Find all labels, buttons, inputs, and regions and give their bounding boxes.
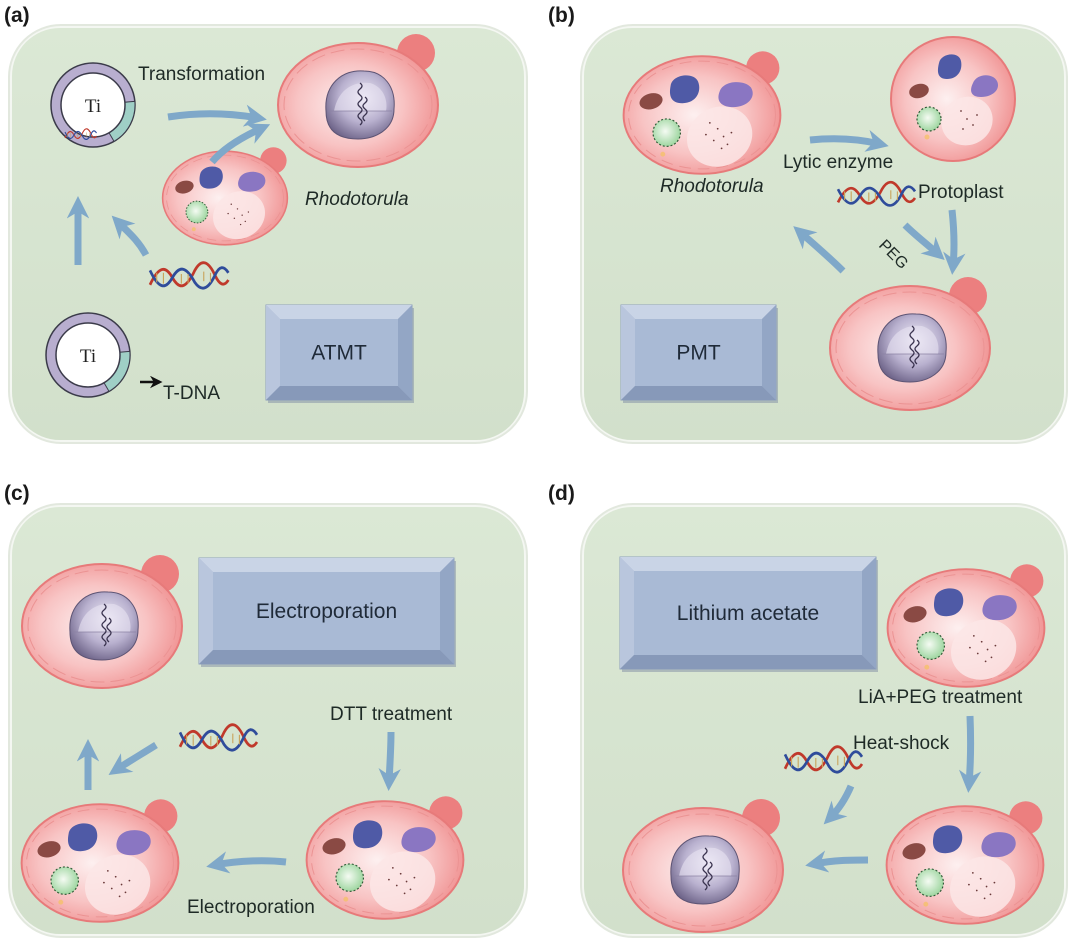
arrow-heat-shock [805,850,869,873]
bevel-left [199,558,213,664]
bevel-top [266,305,412,319]
plasmid-label: Ti [80,346,96,367]
label-transformation: Transformation [138,64,265,85]
bevel-right [398,305,412,400]
method-box-center [213,572,440,650]
method-box: Lithium acetate [619,556,878,672]
arrow-lia-peg [958,715,982,793]
label-dtt-treatment: DTT treatment [330,704,453,725]
plasmid-core [55,322,121,388]
label-electroporation: Electroporation [187,897,315,918]
label-protoplast: Protoplast [918,182,1004,203]
arrow-dtt [378,731,401,791]
ti-plasmid: Ti [45,312,131,398]
panel-label: (b) [548,4,575,27]
bevel-bottom [621,386,776,400]
bevel-right [440,558,454,664]
method-box-center [634,571,862,655]
arrow-lytic-enzyme [809,129,889,152]
arrow-dna-to-plasmid [111,215,150,257]
bevel-left [621,305,635,400]
bevel-left [266,305,280,400]
bevel-top [621,305,776,319]
method-box: PMT [620,304,778,403]
method-box-label: Lithium acetate [677,602,819,625]
arrow-dna-peg [902,222,945,260]
arrow-cell-to-transformed [209,123,271,165]
ti-plasmid: Ti [50,62,136,148]
method-box: ATMT [265,304,414,403]
arrow-protoplast-down [943,209,966,275]
bevel-bottom [199,650,454,664]
arrow-dna-to-cell [823,784,855,825]
bevel-bottom [620,655,876,669]
label-heat-shock: Heat-shock [853,733,950,754]
panel-label: (d) [548,482,575,505]
arrow-dna-to-cell [108,742,158,775]
label-tdna: T-DNA [163,383,220,404]
arrow-electroporation [206,851,287,874]
arrow-transformation [167,104,267,127]
method-box-label: ATMT [311,342,367,365]
arrow-regeneration [793,226,846,274]
plasmid-label: Ti [85,96,101,117]
panel-label: (c) [4,482,30,505]
bevel-right [862,557,876,669]
bevel-top [199,558,454,572]
bevel-top [620,557,876,571]
label-lia-peg-treatment: LiA+PEG treatment [858,687,1023,708]
bevel-left [620,557,634,669]
method-box-label: PMT [676,342,721,365]
method-box-center [635,319,762,386]
label-rhodotorula: Rhodotorula [305,189,409,210]
method-box: Electroporation [198,557,456,667]
panel-a: (a)TiTransformationRhodotorulaTiT-DNAATM… [4,4,528,444]
method-box-label: Electroporation [256,600,397,623]
label-rhodotorula: Rhodotorula [660,176,764,197]
bevel-bottom [266,386,412,400]
bevel-right [762,305,776,400]
protoplast-cell-icon [890,36,1016,162]
method-box-center [280,319,398,386]
label-lytic-enzyme: Lytic enzyme [783,152,893,173]
panel-label: (a) [4,4,30,27]
